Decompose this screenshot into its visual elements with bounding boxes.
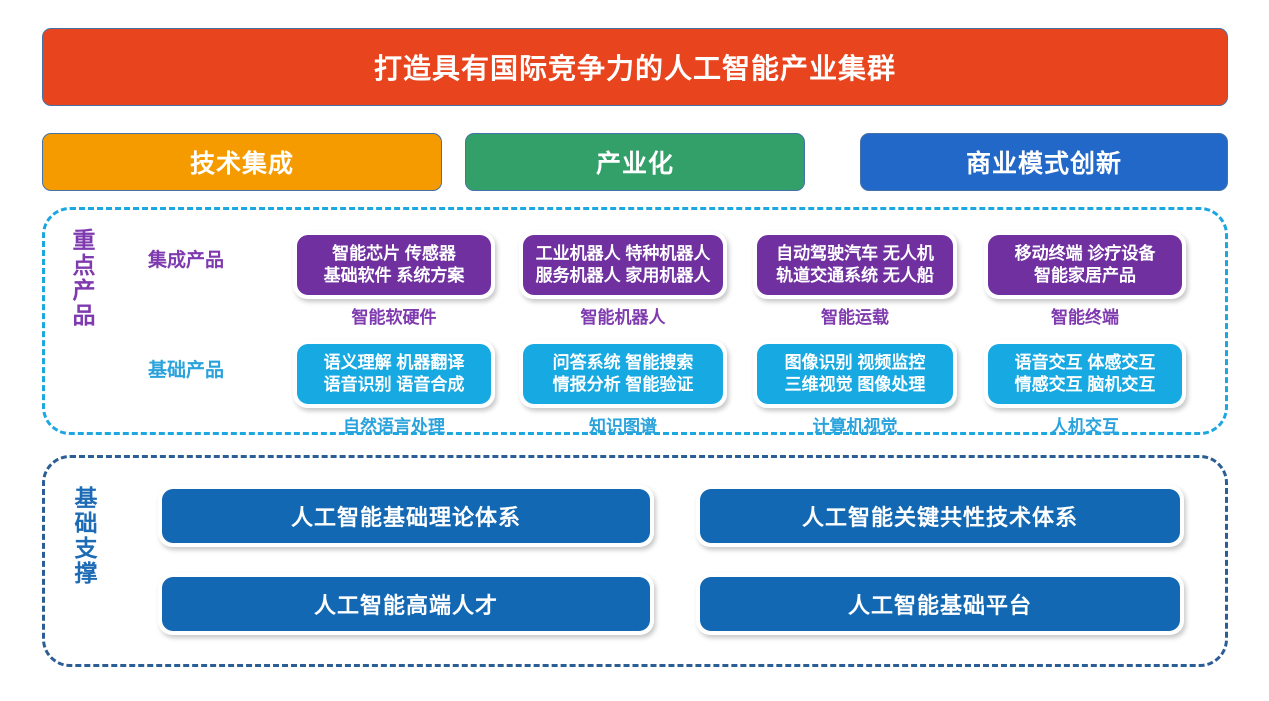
card-line-1: 移动终端 诊疗设备: [1014, 243, 1156, 263]
card-line-2: 轨道交通系统 无人船: [776, 266, 934, 285]
product-card-body: 语音交互 体感交互 情感交互 脑机交互: [988, 344, 1182, 404]
pillar-business-model-innovation[interactable]: 商业模式创新: [860, 133, 1228, 191]
product-card-label: 智能机器人: [580, 308, 666, 327]
product-card-body: 问答系统 智能搜索 情报分析 智能验证: [523, 344, 723, 404]
product-card-computer-vision[interactable]: 图像识别 视频监控 三维视觉 图像处理: [753, 340, 957, 408]
card-line-1: 智能芯片 传感器: [332, 243, 456, 263]
card-line-1: 语义理解 机器翻译: [323, 352, 465, 372]
product-card-label: 知识图谱: [589, 417, 657, 436]
product-card-smart-transport[interactable]: 自动驾驶汽车 无人机 轨道交通系统 无人船: [753, 231, 957, 299]
card-line-1: 自动驾驶汽车 无人机: [776, 243, 934, 263]
card-line-2: 基础软件 系统方案: [323, 266, 465, 285]
support-box-high-end-talent[interactable]: 人工智能高端人才: [158, 573, 654, 635]
product-card-knowledge-graph[interactable]: 问答系统 智能搜索 情报分析 智能验证: [519, 340, 727, 408]
product-card-human-computer-interaction[interactable]: 语音交互 体感交互 情感交互 脑机交互: [984, 340, 1186, 408]
pillar-label: 商业模式创新: [965, 150, 1122, 178]
product-card-label: 人机交互: [1051, 417, 1119, 436]
card-line-2: 语音识别 语音合成: [323, 375, 465, 394]
support-box-body: 人工智能高端人才: [162, 577, 650, 631]
card-line-1: 工业机器人 特种机器人: [535, 243, 711, 263]
key-products-side-caption: 重点产品: [69, 228, 96, 328]
pillar-technology-integration[interactable]: 技术集成: [42, 133, 442, 191]
product-card-smart-software-hardware[interactable]: 智能芯片 传感器 基础软件 系统方案: [293, 231, 495, 299]
product-card-body: 语义理解 机器翻译 语音识别 语音合成: [297, 344, 491, 404]
card-line-1: 语音交互 体感交互: [1014, 352, 1156, 372]
support-box-basic-platform[interactable]: 人工智能基础平台: [696, 573, 1184, 635]
support-box-body: 人工智能基础平台: [700, 577, 1180, 631]
foundation-support-side-caption: 基础支撑: [71, 486, 98, 586]
product-card-label: 智能软硬件: [351, 308, 437, 327]
product-card-body: 自动驾驶汽车 无人机 轨道交通系统 无人船: [757, 235, 953, 295]
product-card-body: 图像识别 视频监控 三维视觉 图像处理: [757, 344, 953, 404]
product-card-body: 智能芯片 传感器 基础软件 系统方案: [297, 235, 491, 295]
product-card-smart-terminal[interactable]: 移动终端 诊疗设备 智能家居产品: [984, 231, 1186, 299]
row-caption-basic-products: 基础产品: [148, 360, 225, 381]
card-line-1: 问答系统 智能搜索: [552, 352, 694, 372]
support-box-basic-theory-system[interactable]: 人工智能基础理论体系: [158, 485, 654, 547]
diagram-title-banner: 打造具有国际竞争力的人工智能产业集群: [42, 28, 1228, 106]
product-card-label: 智能终端: [1051, 308, 1119, 327]
product-card-body: 移动终端 诊疗设备 智能家居产品: [988, 235, 1182, 295]
page-title: 打造具有国际竞争力的人工智能产业集群: [373, 53, 896, 84]
row-caption-integrated-products: 集成产品: [148, 250, 225, 271]
pillar-label: 产业化: [595, 150, 674, 178]
foundation-support-panel: [42, 455, 1228, 667]
card-line-2: 智能家居产品: [1034, 266, 1136, 285]
card-line-2: 情感交互 脑机交互: [1014, 375, 1156, 394]
card-line-2: 情报分析 智能验证: [552, 375, 694, 394]
product-card-smart-robots[interactable]: 工业机器人 特种机器人 服务机器人 家用机器人: [519, 231, 727, 299]
product-card-label: 智能运载: [821, 308, 889, 327]
support-box-key-common-technology-system[interactable]: 人工智能关键共性技术体系: [696, 485, 1184, 547]
key-products-panel: [42, 207, 1228, 435]
product-card-natural-language-processing[interactable]: 语义理解 机器翻译 语音识别 语音合成: [293, 340, 495, 408]
card-line-1: 图像识别 视频监控: [784, 352, 926, 372]
product-card-label: 自然语言处理: [343, 417, 445, 436]
pillar-label: 技术集成: [189, 150, 294, 178]
support-box-body: 人工智能关键共性技术体系: [700, 489, 1180, 543]
product-card-label: 计算机视觉: [812, 417, 898, 436]
support-box-body: 人工智能基础理论体系: [162, 489, 650, 543]
pillar-industrialization[interactable]: 产业化: [465, 133, 805, 191]
product-card-body: 工业机器人 特种机器人 服务机器人 家用机器人: [523, 235, 723, 295]
card-line-2: 三维视觉 图像处理: [784, 375, 926, 394]
card-line-2: 服务机器人 家用机器人: [535, 266, 711, 285]
